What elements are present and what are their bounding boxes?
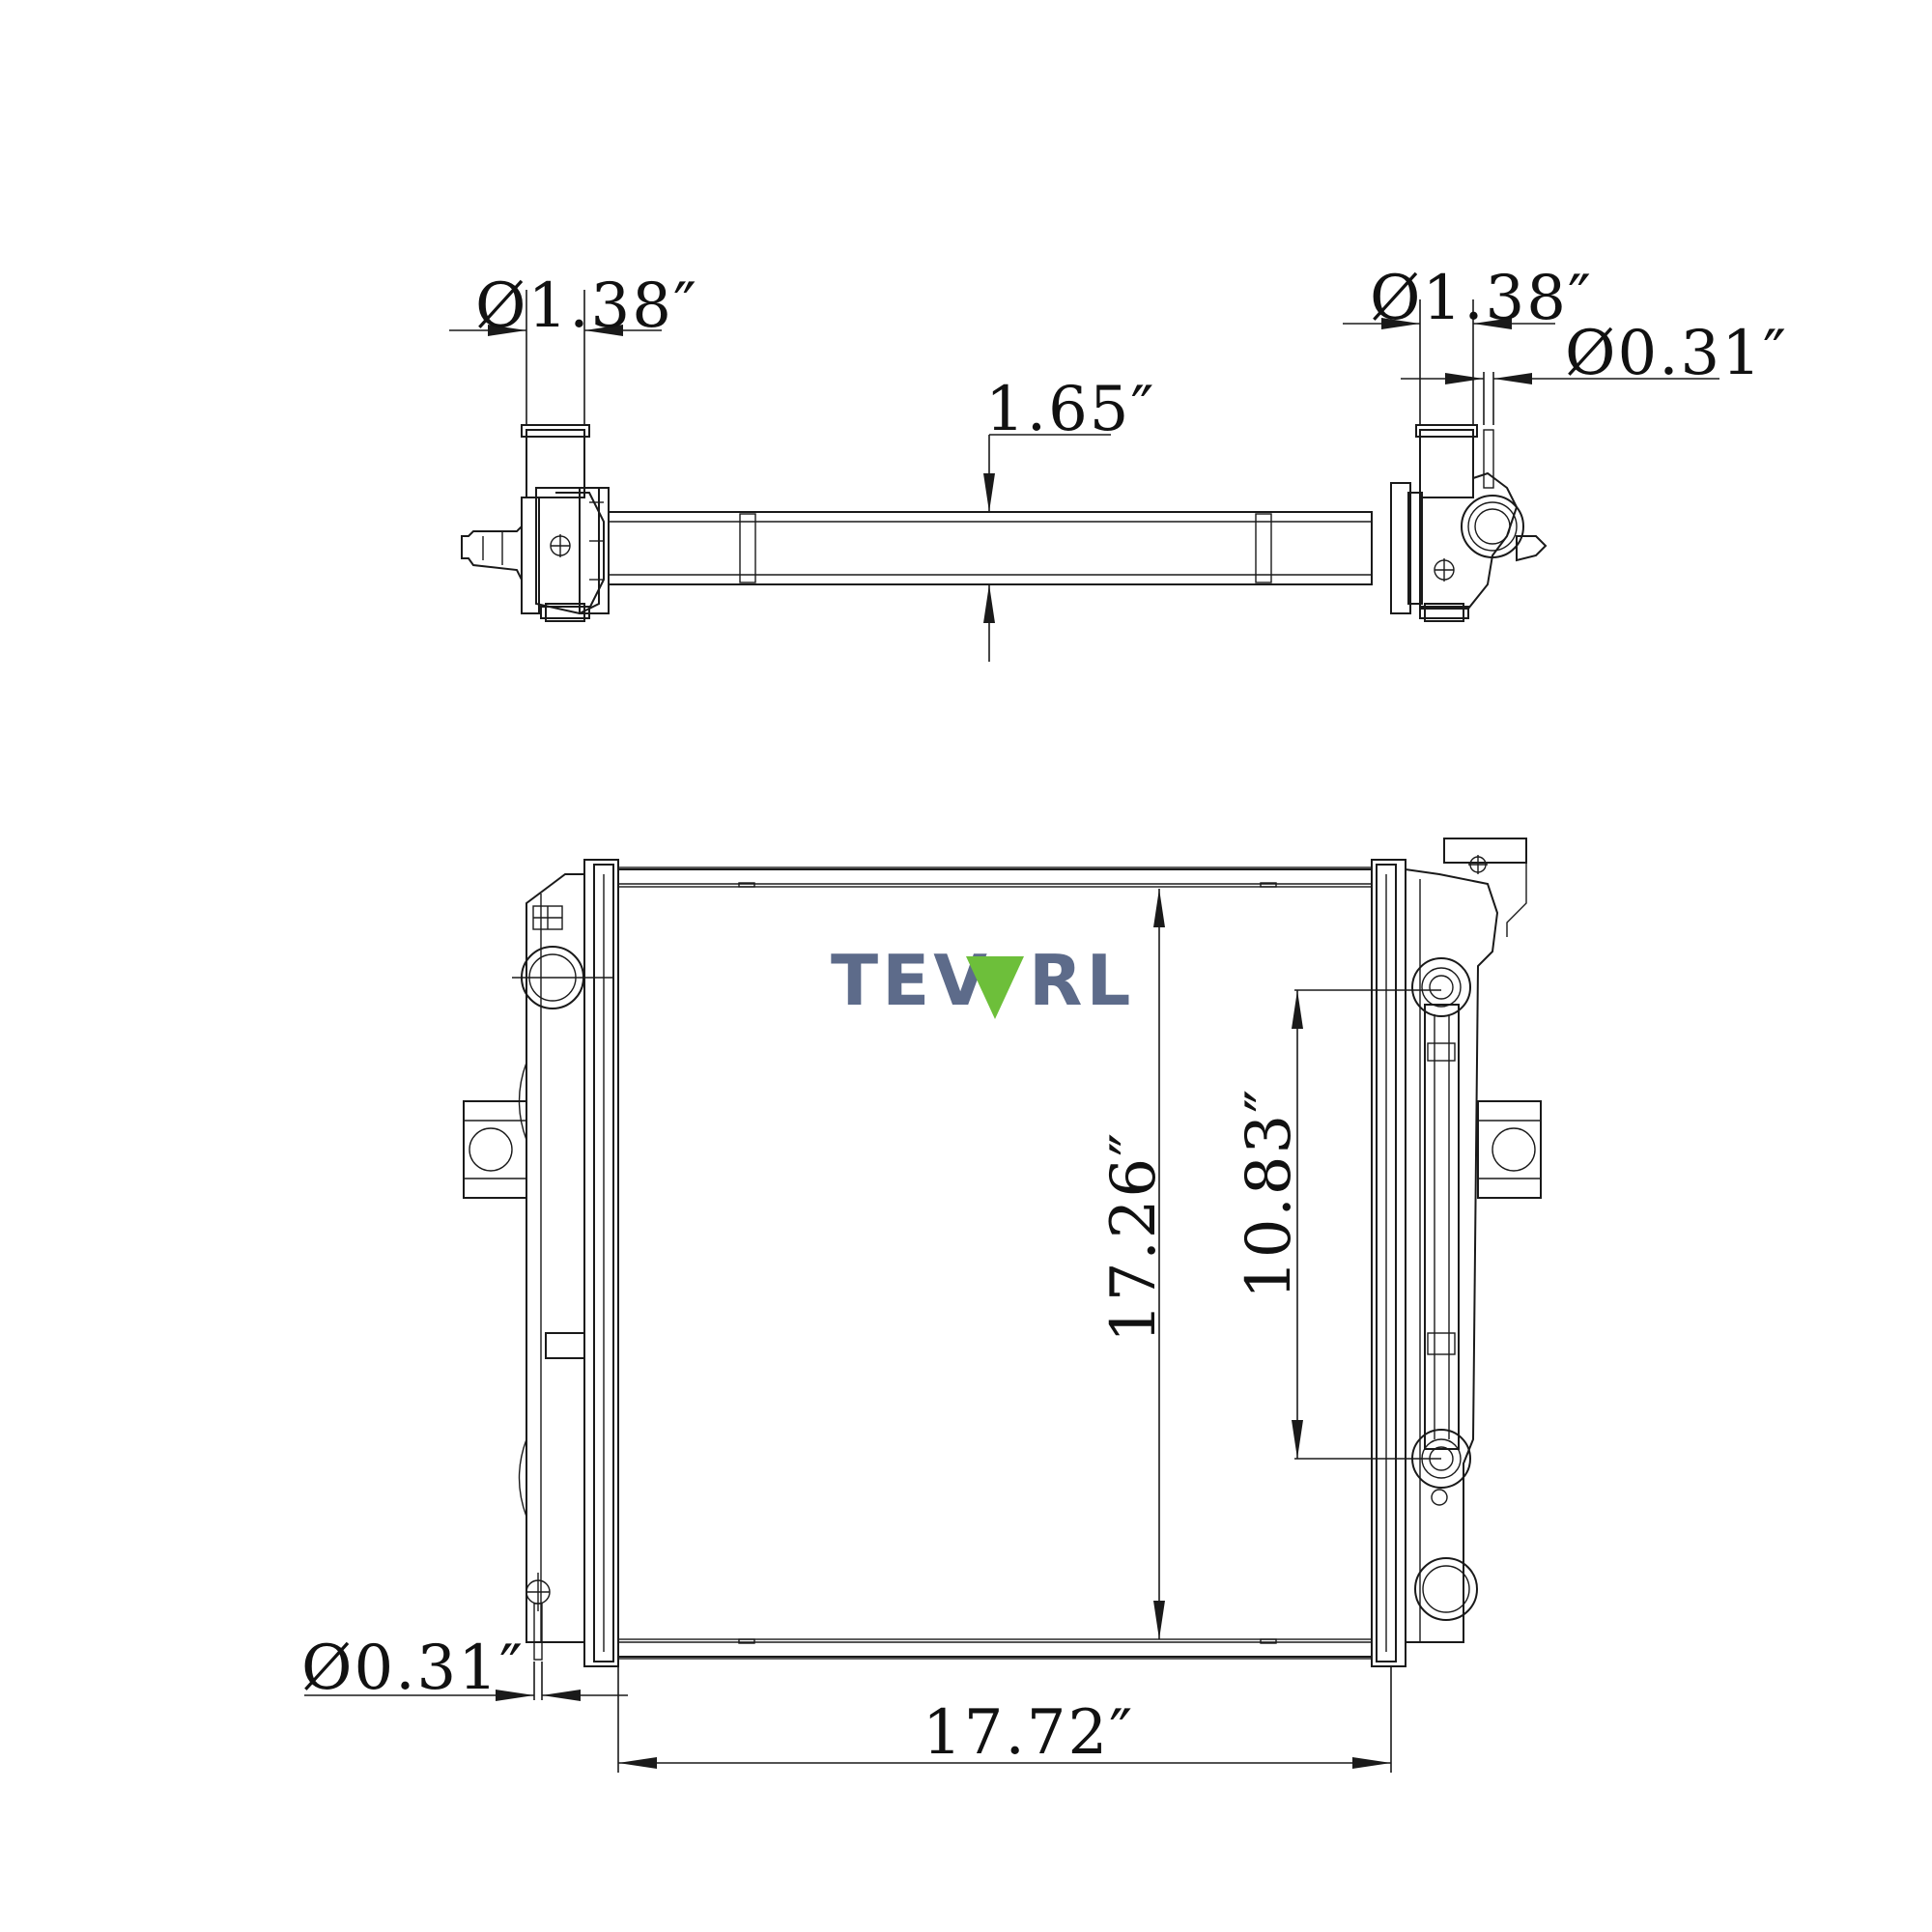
dim-bottom-left-pin: Ø0.31″ — [301, 1633, 628, 1704]
dim-label-mount-spacing: 10.83″ — [1234, 1088, 1305, 1299]
front-right-tank — [1371, 838, 1542, 1667]
top-right-tank — [1390, 424, 1548, 622]
logo-v-mark — [966, 956, 1024, 1019]
dim-top-right-drain: Ø0.31″ — [1401, 318, 1788, 425]
front-left-tank — [463, 859, 619, 1667]
logo-text-left: TEV — [831, 940, 991, 1021]
top-core-stiffener-right — [1255, 513, 1272, 583]
brand-logo: TEV RL — [831, 940, 1134, 1021]
top-core — [608, 511, 1373, 585]
dim-top-right-outlet: Ø1.38″ — [1343, 263, 1593, 425]
front-view: 17.26″ 10.83″ 17.72″ Ø — [301, 838, 1542, 1773]
logo-text-right: RL — [1029, 940, 1134, 1021]
dim-core-height: 17.26″ — [1098, 889, 1170, 1639]
dim-label-bottom-left-pin: Ø0.31″ — [301, 1633, 525, 1704]
dim-mount-spacing: 10.83″ — [1234, 989, 1441, 1460]
top-core-stiffener-left — [739, 513, 756, 583]
dim-label-core-height: 17.26″ — [1098, 1131, 1170, 1343]
dim-core-thickness: 1.65″ — [983, 374, 1155, 662]
dim-label-core-thickness: 1.65″ — [985, 374, 1155, 445]
dim-label-top-right-outlet: Ø1.38″ — [1370, 263, 1593, 334]
dim-label-top-left-inlet: Ø1.38″ — [475, 270, 698, 342]
top-left-tank — [461, 424, 610, 622]
dim-label-top-right-drain: Ø0.31″ — [1565, 318, 1788, 389]
dim-top-left-inlet: Ø1.38″ — [449, 270, 698, 425]
dim-label-core-width: 17.72″ — [923, 1697, 1134, 1769]
dim-core-width: 17.72″ — [617, 1666, 1392, 1773]
top-view: Ø1.38″ Ø1.38″ Ø0.31″ — [449, 263, 1788, 662]
